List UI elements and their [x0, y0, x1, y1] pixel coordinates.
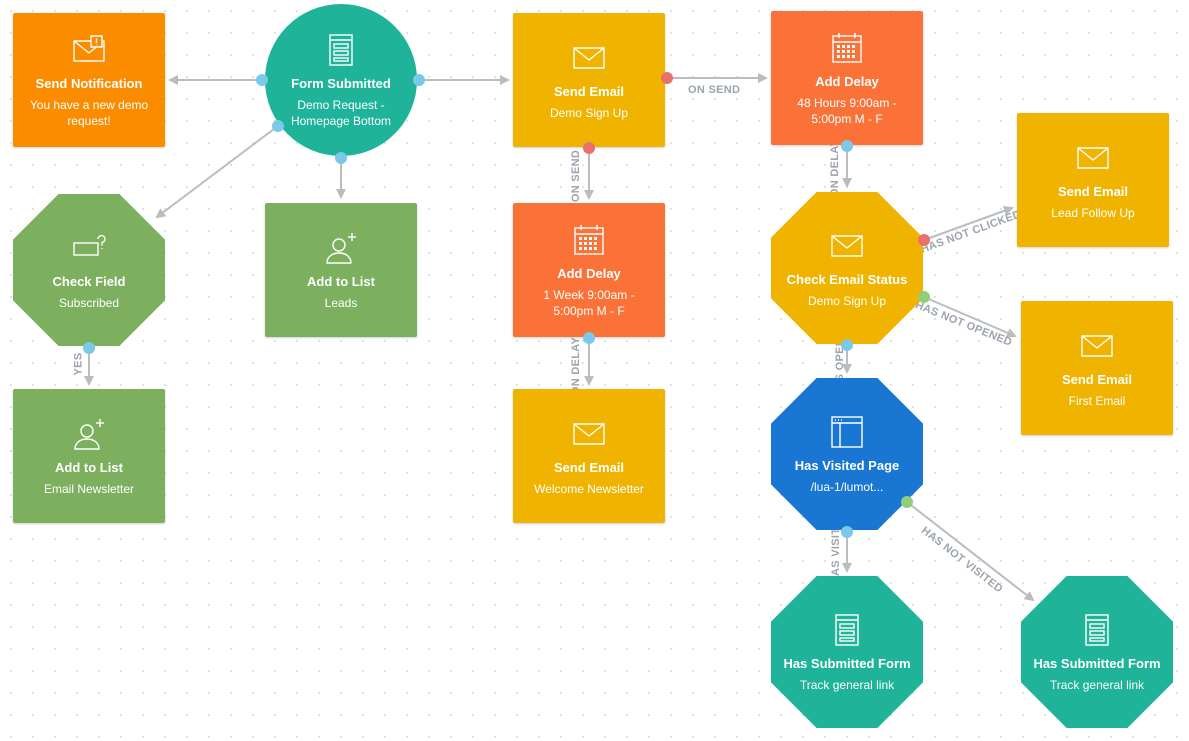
edge-check-status-to-followup[interactable] [923, 206, 1014, 241]
node-subtitle: Demo Sign Up [549, 105, 629, 120]
edge-form-to-check-field[interactable] [155, 125, 279, 219]
edge-label-on-delay-2: ON DELAY [570, 336, 583, 396]
node-subtitle: /lua-1/lumot... [810, 479, 884, 494]
node-has-submitted-form-2[interactable]: Has Submitted Form Track general link [1021, 576, 1173, 728]
node-add-to-list-leads[interactable]: Add to List Leads [265, 203, 417, 337]
node-title: Add Delay [557, 265, 621, 281]
edge-label-on-delay-1: ON DELAY [829, 138, 842, 198]
node-subtitle: Welcome Newsletter [534, 481, 644, 496]
node-title: Add Delay [815, 73, 879, 89]
node-send-notification[interactable]: Send Notification You have a new demo re… [13, 13, 165, 147]
envelope-icon [571, 40, 607, 76]
port-delay-week-bottom[interactable] [583, 332, 595, 344]
node-subtitle: 1 Week 9:00am - 5:00pm M - F [543, 287, 635, 318]
port-form-bottom-left[interactable] [272, 120, 284, 132]
node-subtitle: Track general link [799, 677, 895, 692]
node-add-to-list-newsletter[interactable]: Add to List Email Newsletter [13, 389, 165, 523]
node-title: Check Field [52, 273, 126, 289]
node-send-email-welcome[interactable]: Send Email Welcome Newsletter [513, 389, 665, 523]
node-title: Send Email [1061, 371, 1133, 387]
node-title: Check Email Status [786, 271, 908, 287]
edge-visited-to-submitted-2[interactable] [906, 501, 1035, 602]
node-subtitle: Track general link [1049, 677, 1145, 692]
port-delay-48-bottom[interactable] [841, 140, 853, 152]
node-subtitle: You have a new demo request! [29, 97, 149, 128]
port-send-email-bottom[interactable] [583, 142, 595, 154]
port-check-status-right-bottom[interactable] [918, 291, 930, 303]
form-icon [1079, 612, 1115, 648]
edge-label-on-send-1: ON SEND [688, 84, 741, 96]
port-send-email-right[interactable] [661, 72, 673, 84]
port-form-left[interactable] [256, 74, 268, 86]
node-form-submitted[interactable]: Form Submitted Demo Request - Homepage B… [265, 4, 417, 156]
port-form-right[interactable] [413, 74, 425, 86]
node-title: Send Email [553, 83, 625, 99]
node-add-delay-week[interactable]: Add Delay 1 Week 9:00am - 5:00pm M - F [513, 203, 665, 337]
add-user-icon [323, 230, 359, 266]
port-check-status-bottom[interactable] [841, 339, 853, 351]
edge-label-yes: YES [72, 352, 85, 376]
node-subtitle: Demo Request - Homepage Bottom [290, 97, 392, 128]
node-title: Has Visited Page [794, 457, 900, 473]
node-check-field[interactable]: Check Field Subscribed [13, 194, 165, 346]
node-title: Has Submitted Form [783, 655, 911, 671]
port-visited-bottom[interactable] [841, 526, 853, 538]
form-icon [323, 32, 359, 68]
field-question-icon [71, 230, 107, 266]
node-send-email-followup[interactable]: Send Email Lead Follow Up [1017, 113, 1169, 247]
edge-check-status-to-first-email[interactable] [923, 296, 1017, 338]
node-subtitle: 48 Hours 9:00am - 5:00pm M - F [797, 95, 897, 126]
calendar-icon [571, 222, 607, 258]
node-title: Send Email [1057, 183, 1129, 199]
node-title: Send Email [553, 459, 625, 475]
notification-icon [71, 32, 107, 68]
envelope-icon [571, 416, 607, 452]
node-check-email-status[interactable]: Check Email Status Demo Sign Up [771, 192, 923, 344]
form-icon [829, 612, 865, 648]
port-visited-right[interactable] [901, 496, 913, 508]
calendar-icon [829, 30, 865, 66]
port-check-status-right-top[interactable] [918, 234, 930, 246]
edge-label-on-send-2: ON SEND [570, 149, 583, 203]
node-title: Send Notification [35, 75, 143, 91]
node-title: Has Submitted Form [1033, 655, 1161, 671]
node-title: Add to List [55, 459, 123, 475]
port-check-field-bottom[interactable] [83, 342, 95, 354]
node-subtitle: Leads [324, 295, 358, 310]
add-user-icon [71, 416, 107, 452]
node-send-email-demo[interactable]: Send Email Demo Sign Up [513, 13, 665, 147]
node-subtitle: Subscribed [58, 295, 120, 310]
node-has-visited-page[interactable]: Has Visited Page /lua-1/lumot... [771, 378, 923, 530]
browser-icon [829, 414, 865, 450]
port-form-bottom[interactable] [335, 152, 347, 164]
envelope-icon [1075, 140, 1111, 176]
node-title: Form Submitted [291, 75, 391, 91]
envelope-icon [1079, 328, 1115, 364]
node-subtitle: Email Newsletter [43, 481, 135, 496]
node-has-submitted-form-1[interactable]: Has Submitted Form Track general link [771, 576, 923, 728]
envelope-icon [829, 228, 865, 264]
node-subtitle: First Email [1068, 393, 1126, 408]
node-subtitle: Demo Sign Up [807, 293, 887, 308]
node-title: Add to List [307, 273, 375, 289]
node-send-email-first[interactable]: Send Email First Email [1021, 301, 1173, 435]
node-subtitle: Lead Follow Up [1051, 205, 1135, 220]
node-add-delay-48[interactable]: Add Delay 48 Hours 9:00am - 5:00pm M - F [771, 11, 923, 145]
